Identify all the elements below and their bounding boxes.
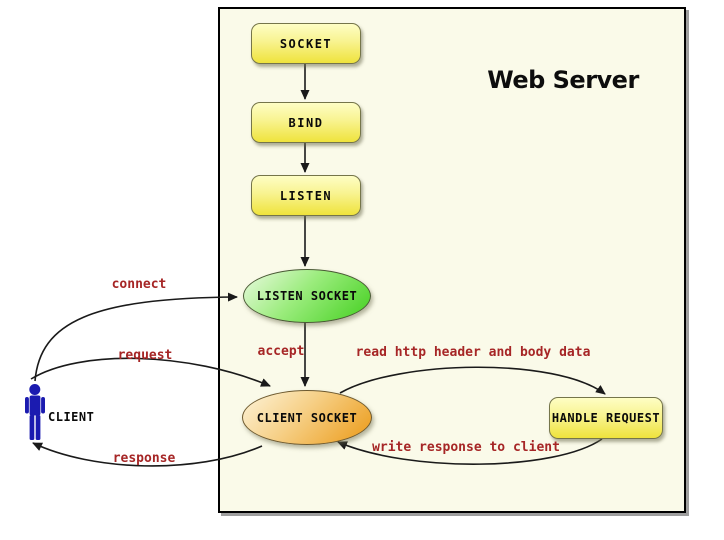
edge-connect bbox=[34, 292, 238, 382]
client-label: CLIENT bbox=[48, 410, 95, 424]
node-client-socket: CLIENT SOCKET bbox=[242, 390, 372, 445]
node-socket-label: SOCKET bbox=[279, 36, 333, 51]
edge-label-connect: connect bbox=[111, 277, 167, 292]
node-handle-request: HANDLE REQUEST bbox=[549, 397, 663, 439]
node-bind: BIND bbox=[251, 102, 361, 143]
edge-label-response: response bbox=[112, 451, 176, 466]
node-listen: LISTEN bbox=[251, 175, 361, 216]
client-person-icon bbox=[25, 384, 45, 440]
node-listen-label: LISTEN bbox=[279, 188, 333, 203]
node-socket: SOCKET bbox=[251, 23, 361, 64]
edge-label-accept: accept bbox=[257, 344, 305, 359]
node-handle-request-label: HANDLE REQUEST bbox=[551, 411, 661, 425]
diagram-title: Web Server bbox=[487, 66, 639, 94]
node-listen-socket: LISTEN SOCKET bbox=[243, 269, 371, 323]
node-bind-label: BIND bbox=[288, 115, 324, 130]
edge-label-read-http: read http header and body data bbox=[355, 345, 591, 360]
node-client-socket-label: CLIENT SOCKET bbox=[256, 410, 358, 425]
edge-label-write-response: write response to client bbox=[372, 440, 560, 455]
node-listen-socket-label: LISTEN SOCKET bbox=[256, 289, 358, 303]
edge-label-request: request bbox=[117, 348, 173, 363]
